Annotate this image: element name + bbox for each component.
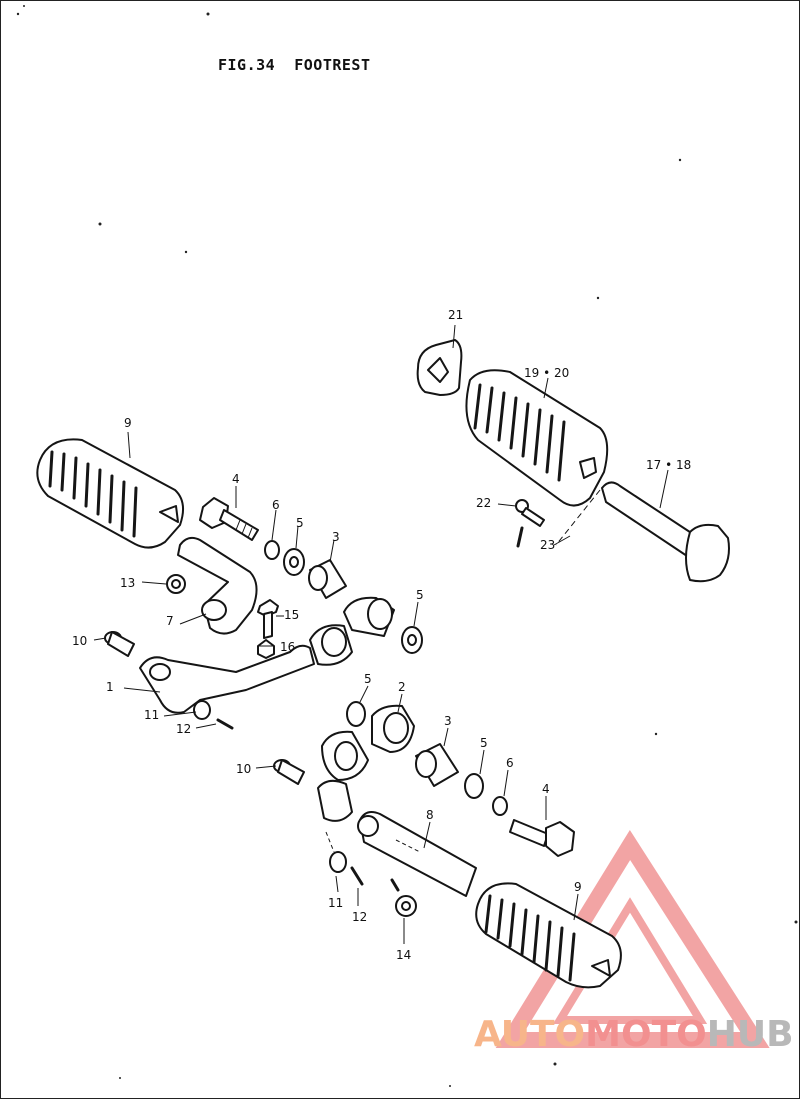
watermark-wordmark: AUTOMOTOHUB [474,1014,794,1055]
callout-9-left: 9 [124,416,132,430]
part-5-washer-low2 [464,773,484,799]
callout-7: 7 [166,614,174,628]
callout-14: 14 [396,948,412,962]
callout-17-18: 17 • 18 [646,458,692,472]
callout-3-low: 3 [444,714,452,728]
part-13-spring [166,574,186,594]
callout-9-right: 9 [574,880,582,894]
dashed-guide [555,489,601,546]
callout-16: 16 [280,640,296,654]
watermark-auto: AUTO [474,1014,586,1055]
callout-5-low2: 5 [480,736,488,750]
callout-3-top: 3 [332,530,340,544]
part-8-rod [357,811,477,897]
part-1-arm [139,596,395,714]
callout-10-top: 10 [72,634,88,648]
part-19-20-rubber [465,369,609,507]
part-7-bracket [177,536,258,635]
part-5-washer-low [346,701,366,727]
callout-6-top: 6 [272,498,280,512]
leader-lines [93,324,669,944]
callout-11-top: 11 [144,708,160,722]
callout-12-top: 12 [176,722,192,736]
dashed-guide-low [325,831,335,853]
part-17-18-bar [601,481,730,583]
callout-23: 23 [540,538,556,552]
part-11-washer-low [329,851,347,873]
callout-10-low: 10 [236,762,252,776]
figure-title: FIG.34 FOOTREST [218,56,371,74]
callout-12-low: 12 [352,910,368,924]
part-9-rubber-left [36,438,185,549]
part-21-plate [416,339,463,396]
part-10-pin-low [273,759,305,785]
callout-2: 2 [398,680,406,694]
callout-15: 15 [284,608,300,622]
callout-5-top: 5 [296,516,304,530]
part-22-bolt [515,499,545,527]
part-9-rubber-right [475,882,622,989]
callout-21: 21 [448,308,464,322]
part-6-washer-top [264,540,280,560]
part-6-washer-low [492,796,508,816]
part-23-pin [516,526,524,548]
part-3-collar-low [415,743,459,787]
callout-13: 13 [120,576,136,590]
callout-5-low: 5 [364,672,372,686]
part-4-bolt-top [199,497,259,541]
callout-22: 22 [476,496,492,510]
callout-4-top: 4 [232,472,240,486]
scan-specks [16,5,798,1087]
callout-1: 1 [106,680,114,694]
part-3-collar-top [308,559,347,599]
part-2-arm [317,704,415,822]
part-4-bolt-low [509,819,575,857]
callout-4-low: 4 [542,782,550,796]
part-16-nut [257,639,275,659]
callout-6-low: 6 [506,756,514,770]
part-12-pin-top [216,718,234,730]
part-10-pin-top [104,631,135,657]
part-14-spring [390,878,417,917]
part-11-washer-top [193,700,211,720]
part-12-pin-low [350,866,364,886]
callout-8: 8 [426,808,434,822]
watermark-moto: MOTO [585,1014,707,1055]
watermark-hub: HUB [706,1014,794,1055]
part-15-bolt [257,599,279,639]
callout-11-low: 11 [328,896,344,910]
callout-19-20: 19 • 20 [524,366,570,380]
callout-5-mid: 5 [416,588,424,602]
